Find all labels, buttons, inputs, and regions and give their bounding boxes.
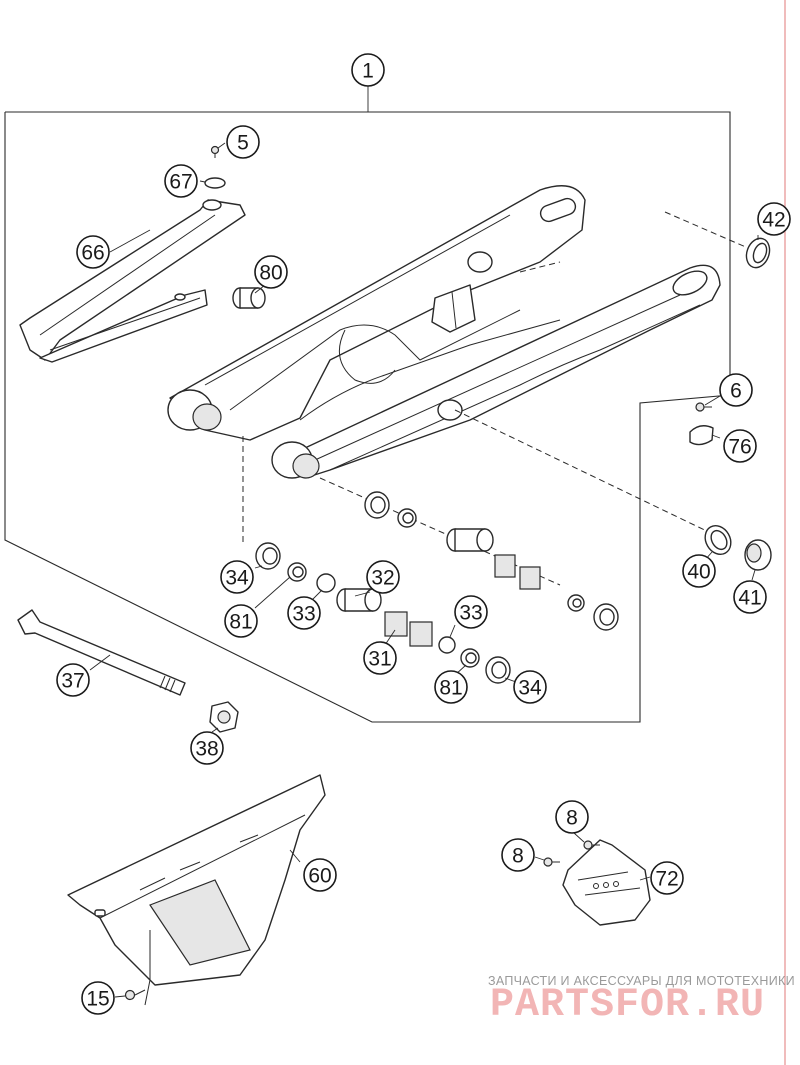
svg-text:81: 81 [439, 677, 462, 700]
chain-slider [19, 199, 246, 363]
svg-text:80: 80 [259, 262, 282, 285]
callout-31: 31 [363, 641, 397, 675]
seal-34-left [255, 542, 281, 570]
needle-bearing-31 [384, 611, 433, 647]
svg-text:41: 41 [738, 587, 761, 610]
screw-5 [210, 145, 220, 158]
ring-81-right [460, 648, 480, 668]
callout-72: 72 [650, 861, 684, 895]
callout-40: 40 [682, 554, 716, 588]
callout-33-right: 33 [454, 595, 488, 629]
callout-5: 5 [226, 125, 260, 159]
clip-76 [689, 425, 714, 446]
ring-upper-right [567, 594, 585, 612]
callout-41: 41 [733, 580, 767, 614]
washer-33-left [316, 573, 336, 593]
nut-38 [209, 701, 239, 733]
callout-66: 66 [76, 235, 110, 269]
svg-text:38: 38 [195, 738, 218, 761]
callout-8-upper: 8 [555, 800, 589, 834]
washer-33-right [438, 636, 456, 654]
axle-37 [17, 609, 186, 696]
callout-81-right: 81 [434, 670, 468, 704]
chain-guard-60 [67, 774, 326, 1006]
screw-15 [124, 989, 146, 1001]
screw-6 [695, 402, 712, 412]
svg-text:6: 6 [730, 380, 742, 403]
callout-34-right: 34 [513, 670, 547, 704]
callout-1: 1 [351, 53, 385, 87]
svg-text:8: 8 [566, 807, 578, 830]
callout-38: 38 [190, 731, 224, 765]
svg-text:60: 60 [308, 865, 331, 888]
callout-67: 67 [164, 164, 198, 198]
callout-34-left: 34 [220, 560, 254, 594]
ring-81-left [287, 562, 307, 582]
callout-32: 32 [366, 560, 400, 594]
swingarm [167, 185, 721, 479]
svg-text:1: 1 [362, 60, 374, 83]
callout-33-left: 33 [287, 596, 321, 630]
callout-60: 60 [303, 858, 337, 892]
svg-text:34: 34 [518, 677, 542, 700]
sleeve-upper [446, 528, 494, 552]
seal-34-right [485, 656, 511, 684]
bushing-80 [232, 287, 266, 309]
watermark-tagline: ЗАПЧАСТИ И АКСЕССУАРЫ ДЛЯ МОТОТЕХНИКИ [488, 974, 795, 988]
svg-text:81: 81 [229, 611, 252, 634]
svg-text:42: 42 [762, 209, 785, 232]
seal-upper-right [593, 603, 619, 631]
callout-81-left: 81 [224, 604, 258, 638]
screw-8-upper [583, 840, 600, 850]
svg-text:67: 67 [169, 171, 192, 194]
svg-text:5: 5 [237, 132, 249, 155]
chain-guide-72 [562, 839, 651, 926]
ring-40 [704, 524, 732, 556]
callout-6: 6 [719, 373, 753, 407]
svg-text:32: 32 [371, 567, 394, 590]
watermark-brand: PARTSFOR.RU [490, 983, 765, 1028]
svg-text:15: 15 [86, 988, 109, 1011]
callout-80: 80 [254, 255, 288, 289]
svg-text:76: 76 [728, 436, 751, 459]
svg-text:37: 37 [61, 670, 84, 693]
callout-42: 42 [757, 202, 791, 236]
svg-text:31: 31 [368, 648, 391, 671]
svg-text:34: 34 [225, 567, 249, 590]
washer-67 [204, 177, 226, 189]
seal-upper [364, 491, 390, 519]
callout-8-lower: 8 [501, 838, 535, 872]
svg-text:8: 8 [512, 845, 524, 868]
svg-text:40: 40 [687, 561, 710, 584]
assembly-frame [4, 111, 731, 723]
svg-text:33: 33 [292, 603, 315, 626]
cap-41 [744, 539, 772, 571]
ring-42 [745, 237, 771, 269]
svg-text:72: 72 [655, 868, 678, 891]
callout-37: 37 [56, 663, 90, 697]
sleeve-32 [336, 588, 382, 612]
svg-text:33: 33 [459, 602, 482, 625]
needle-bearing-upper [494, 554, 541, 590]
screw-8-lower [543, 857, 560, 867]
callout-15: 15 [81, 981, 115, 1015]
callout-76: 76 [723, 429, 757, 463]
svg-text:66: 66 [81, 242, 104, 265]
ring-upper [397, 508, 417, 528]
